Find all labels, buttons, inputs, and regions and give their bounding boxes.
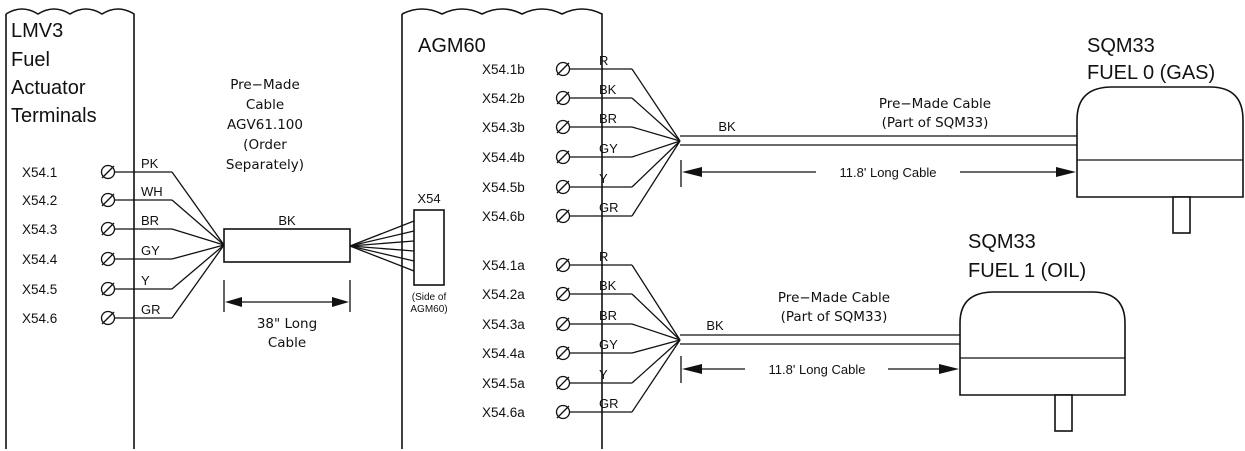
agv61-length-line-1: 38" Long: [257, 316, 317, 332]
agm60-terminal-label: X54.3b: [482, 120, 525, 135]
agm60-wire-color-label: GR: [599, 396, 619, 411]
lmv3-title-line-1: LMV3: [11, 20, 63, 42]
lmv3-terminal-label: X54.3: [22, 222, 57, 237]
lmv3-terminal-label: X54.4: [22, 252, 58, 267]
agm60-wire-color-label: GY: [599, 141, 618, 156]
gas-cable-length: 11.8' Long Cable: [840, 165, 937, 180]
sqm-oil-title-line-2: FUEL 1 (OIL): [968, 260, 1086, 282]
lmv3-wire-color-label: GR: [141, 302, 161, 317]
agv61-note-line-4: (Order: [243, 137, 287, 153]
agv61-cable-group: Pre−Made Cable AGV61.100 (Order Separate…: [223, 77, 351, 351]
agm60-terminal-label: X54.6a: [482, 405, 525, 420]
lmv3-title-line-2: Fuel: [11, 49, 50, 71]
agm60-wire-color-label: R: [599, 249, 608, 264]
agm60-panel: AGM60 X54.1bX54.2bX54.3bX54.4bX54.5bX54.…: [401, 8, 603, 449]
terminal-screw-icon: [100, 221, 116, 237]
lmv3-title-line-3: Actuator: [11, 77, 86, 99]
agv61-note-line-3: AGV61.100: [227, 117, 303, 133]
agv61-note-line-1: Pre−Made: [230, 77, 300, 93]
agm60-terminal-label: X54.6b: [482, 209, 525, 224]
terminal-screw-icon: [555, 375, 571, 391]
agm60-terminal-label: X54.1b: [482, 62, 525, 77]
terminal-screw-icon: [555, 286, 571, 302]
agm60-terminal-label: X54.2a: [482, 287, 525, 302]
lmv3-wire-color-label: Y: [141, 273, 150, 288]
lmv3-terminal-label: X54.6: [22, 311, 57, 326]
terminal-screw-icon: [100, 164, 116, 180]
terminal-screw-icon: [555, 149, 571, 165]
lmv3-terminal-label: X54.1: [22, 165, 57, 180]
agm60-terminal-label: X54.5b: [482, 180, 525, 195]
agv61-length-line-2: Cable: [268, 335, 306, 351]
agm60-terminal-label: X54.3a: [482, 317, 525, 332]
agm60-wire-color-label: BR: [599, 308, 617, 323]
terminal-screw-icon: [555, 208, 571, 224]
agm60-wire-color-label: GR: [599, 200, 619, 215]
agm60-terminal-label: X54.5a: [482, 376, 525, 391]
terminal-screw-icon: [100, 281, 116, 297]
agm60-wire-color-label: R: [599, 53, 608, 68]
lmv3-title-line-4: Terminals: [11, 105, 97, 127]
lmv3-terminal-label: X54.5: [22, 282, 57, 297]
sqm-oil-title-line-1: SQM33: [968, 231, 1036, 253]
agm60-terminal-label: X54.1a: [482, 258, 525, 273]
terminal-screw-icon: [100, 251, 116, 267]
agm60-wire-color-label: GY: [599, 337, 618, 352]
agv61-jacket-label: BK: [278, 213, 296, 228]
lmv3-wire-color-label: WH: [141, 184, 163, 199]
sqm-gas-title-line-2: FUEL 0 (GAS): [1087, 62, 1215, 84]
agv61-cable-jacket: [223, 228, 351, 263]
sqm-gas-title-line-1: SQM33: [1087, 35, 1155, 57]
agv61-note-line-5: Separately): [226, 157, 304, 173]
x54-side-line-2: AGM60): [410, 304, 447, 315]
x54-connector-label: X54: [417, 191, 440, 206]
agm60-terminal-label: X54.4a: [482, 346, 525, 361]
terminal-screw-icon: [100, 192, 116, 208]
oil-cable-jacket-label: BK: [706, 318, 724, 333]
lmv3-wire-color-label: GY: [141, 243, 160, 258]
agm60-wire-color-label: Y: [599, 367, 608, 382]
agm60-wire-color-label: BK: [599, 82, 617, 97]
lmv3-panel: LMV3 Fuel Actuator Terminals X54.1X54.2X…: [5, 8, 135, 449]
gas-cable-group: Pre−Made Cable (Part of SQM33) BK 11.8' …: [680, 96, 1077, 187]
gas-cable-note-line-1: Pre−Made Cable: [879, 96, 991, 112]
sqm33-gas-actuator: SQM33 FUEL 0 (GAS): [1076, 35, 1244, 234]
lmv3-terminal-label: X54.2: [22, 193, 57, 208]
lmv3-wire-color-label: BR: [141, 213, 159, 228]
gas-cable-note-line-2: (Part of SQM33): [882, 115, 989, 131]
terminal-screw-icon: [555, 404, 571, 420]
agv61-note-line-2: Cable: [246, 97, 284, 113]
agm60-terminal-label: X54.2b: [482, 91, 525, 106]
gas-cable-jacket-label: BK: [718, 119, 736, 134]
wire-bundles: PK WH BR GY Y GR R BK BR GY Y GR R BK BR GY Y GR: [115, 53, 681, 413]
terminal-screw-icon: [555, 119, 571, 135]
x54-connector-body: [413, 209, 445, 286]
oil-cable-length: 11.8' Long Cable: [769, 362, 866, 377]
x54-side-line-1: (Side of: [412, 292, 447, 303]
agm60-wire-color-label: BK: [599, 278, 617, 293]
terminal-screw-icon: [555, 316, 571, 332]
oil-cable-group: Pre−Made Cable (Part of SQM33) BK 11.8' …: [680, 290, 960, 383]
x54-connector: X54 (Side of AGM60): [410, 191, 447, 315]
terminal-screw-icon: [555, 90, 571, 106]
lmv3-wire-color-label: PK: [141, 156, 159, 171]
oil-cable-note-line-1: Pre−Made Cable: [778, 290, 890, 306]
terminal-screw-icon: [100, 310, 116, 326]
terminal-screw-icon: [555, 179, 571, 195]
terminal-screw-icon: [555, 345, 571, 361]
sqm33-oil-actuator: SQM33 FUEL 1 (OIL): [959, 231, 1126, 432]
agm60-wire-color-label: Y: [599, 171, 608, 186]
agm60-wire-color-label: BR: [599, 111, 617, 126]
terminal-screw-icon: [555, 61, 571, 77]
agm60-terminal-label: X54.4b: [482, 150, 525, 165]
agm60-title: AGM60: [418, 35, 486, 57]
terminal-screw-icon: [555, 257, 571, 273]
oil-cable-note-line-2: (Part of SQM33): [781, 309, 888, 325]
